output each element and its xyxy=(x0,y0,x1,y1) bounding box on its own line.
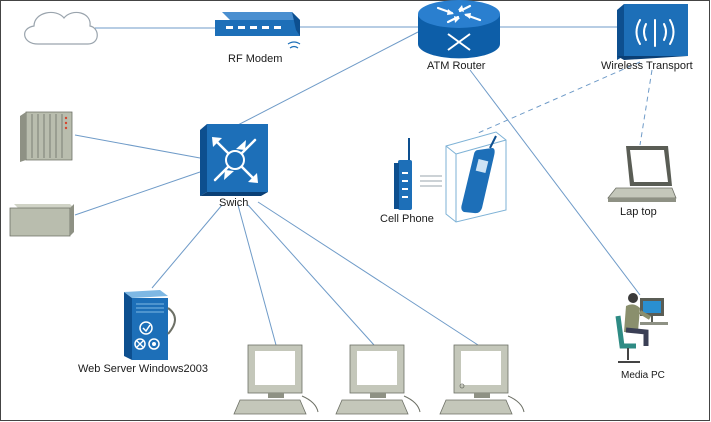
link-router-mediapc xyxy=(469,69,641,296)
media-pc-label: Media PC xyxy=(621,370,665,381)
switch-label: Swich xyxy=(219,197,249,209)
link-switch-pc3 xyxy=(257,201,479,346)
connections xyxy=(74,26,641,346)
rack-server-icon xyxy=(20,111,73,162)
storage-box-icon xyxy=(9,204,74,237)
cloud-icon xyxy=(24,11,98,45)
rf-modem-label: RF Modem xyxy=(228,53,283,65)
link-wireless-laptop xyxy=(639,69,653,146)
media-pc-icon xyxy=(615,293,668,363)
cell-phone-label: Cell Phone xyxy=(380,213,434,225)
workstation-pc-3-icon xyxy=(439,344,525,415)
link-router-switch xyxy=(231,31,419,129)
link-switch-box xyxy=(74,171,201,216)
wireless-transport-icon xyxy=(617,4,688,60)
web-server-label: Web Server Windows2003 xyxy=(78,363,209,375)
workstation-pc-1-icon xyxy=(233,344,319,415)
cell-phone-icon xyxy=(445,131,507,223)
switch-icon xyxy=(200,124,268,196)
link-switch-pc1 xyxy=(237,204,277,346)
cell-tower-icon xyxy=(394,138,442,210)
workstation-pc-2-icon xyxy=(335,344,421,415)
wireless-links xyxy=(477,61,653,146)
wireless-transport-label: Wireless Transport xyxy=(601,60,693,72)
link-switch-webserver xyxy=(151,204,223,289)
atm-router-label: ATM Router xyxy=(427,60,486,72)
laptop-icon xyxy=(607,146,677,202)
atm-router-icon xyxy=(418,0,500,59)
rf-modem-icon xyxy=(215,12,301,49)
link-switch-pc2 xyxy=(247,204,375,346)
link-wireless-cellphone xyxy=(477,61,641,134)
link-switch-rack xyxy=(74,134,201,159)
web-server-icon xyxy=(124,290,176,360)
laptop-label: Lap top xyxy=(620,206,657,218)
